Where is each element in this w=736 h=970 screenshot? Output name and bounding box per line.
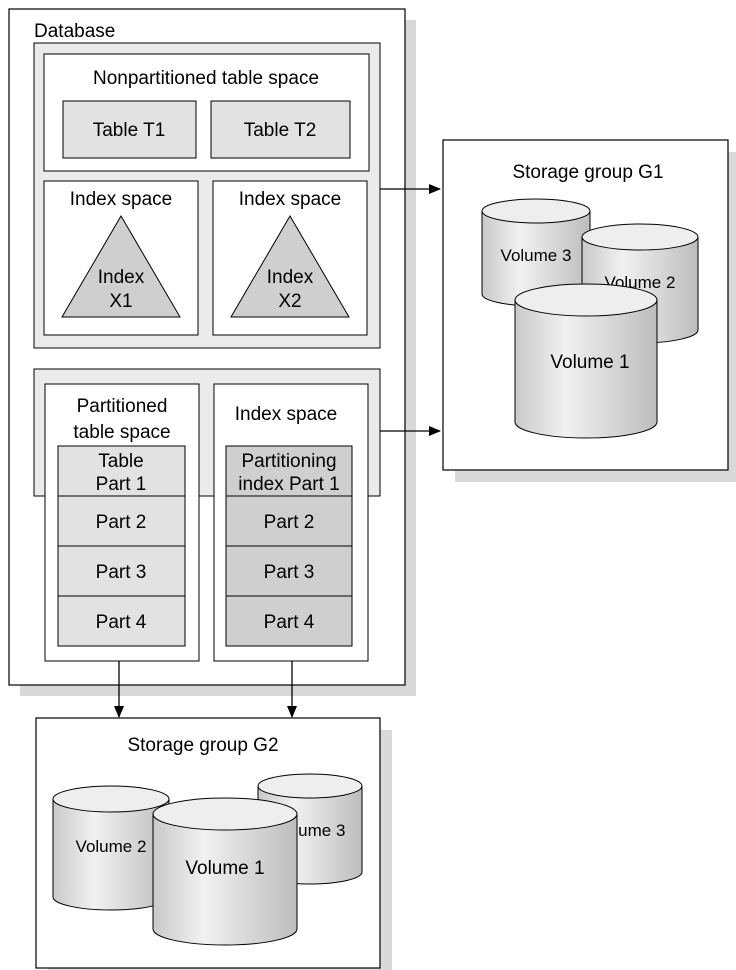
table-part-4 <box>57 595 186 647</box>
g2-volume-1-label: Volume 1 <box>185 858 264 879</box>
index-x1-line1: Index <box>98 267 145 288</box>
partitioned-index-space-title: Index space <box>235 404 337 425</box>
nonpartitioned-table-space: Nonpartitioned table space Table T1 Tabl… <box>33 42 381 349</box>
database-title: Database <box>34 21 115 42</box>
table-part-4-label: Part 4 <box>96 612 147 633</box>
g2-volume-2-label: Volume 2 <box>76 837 147 856</box>
table-part-1 <box>57 445 186 497</box>
table-t1-box <box>62 100 197 159</box>
index-part-1 <box>225 445 353 497</box>
table-t2-box <box>210 100 351 159</box>
partitioned-table-space: Partitioned table space Index space Tabl… <box>33 368 381 662</box>
index-x1-triangle-icon <box>61 215 181 318</box>
partitioned-title-line2: table space <box>73 422 170 443</box>
index-x2-triangle-icon <box>230 215 350 318</box>
index-parts-column: Partitioning index Part 1 Part 2 Part 3 … <box>225 445 353 647</box>
g1-volume-3-cylinder-icon: Volume 3 <box>481 198 591 307</box>
storage-group-g2: Storage group G2 Volume 3 Volume 2 Volum… <box>35 717 392 970</box>
index-part-3 <box>225 545 353 597</box>
table-part-2 <box>57 495 186 547</box>
table-part-2-label: Part 2 <box>96 512 147 533</box>
index-part-3-label: Part 3 <box>264 562 315 583</box>
g1-volume-3-label: Volume 3 <box>501 246 572 265</box>
index-part-4 <box>225 595 353 647</box>
arrows <box>114 184 441 718</box>
g2-volume-1-cylinder-icon: Volume 1 <box>152 797 298 946</box>
g2-volume-2-cylinder-icon: Volume 2 <box>52 785 170 911</box>
table-part-1-line1: Table <box>98 451 143 472</box>
table-parts-column: Table Part 1 Part 2 Part 3 Part 4 <box>57 445 186 647</box>
table-part-1-line2: Part 1 <box>96 474 147 495</box>
g1-volume-1-cylinder-icon: Volume 1 <box>514 283 658 439</box>
table-t2-label: Table T2 <box>244 120 317 141</box>
index-space-1-title: Index space <box>70 189 172 210</box>
nonpartitioned-title: Nonpartitioned table space <box>93 68 319 89</box>
g1-volume-1-label: Volume 1 <box>550 352 629 373</box>
g1-title: Storage group G1 <box>512 162 663 183</box>
index-part-2 <box>225 495 353 547</box>
g2-title: Storage group G2 <box>127 735 278 756</box>
table-t1-label: Table T1 <box>93 120 166 141</box>
table-part-3-label: Part 3 <box>96 562 147 583</box>
partitioned-title-line1: Partitioned <box>77 396 168 417</box>
index-space-2-title: Index space <box>239 189 341 210</box>
storage-group-g1: Storage group G1 Volume 3 Volume 2 Volum… <box>442 139 736 482</box>
index-part-2-label: Part 2 <box>264 512 315 533</box>
index-part-1-line1: Partitioning <box>241 451 336 472</box>
index-x2-line1: Index <box>267 267 314 288</box>
index-part-1-line2: index Part 1 <box>238 474 339 495</box>
table-part-3 <box>57 545 186 597</box>
index-x2-line2: X2 <box>278 291 301 312</box>
index-part-4-label: Part 4 <box>264 612 315 633</box>
index-x1-line2: X1 <box>109 291 132 312</box>
